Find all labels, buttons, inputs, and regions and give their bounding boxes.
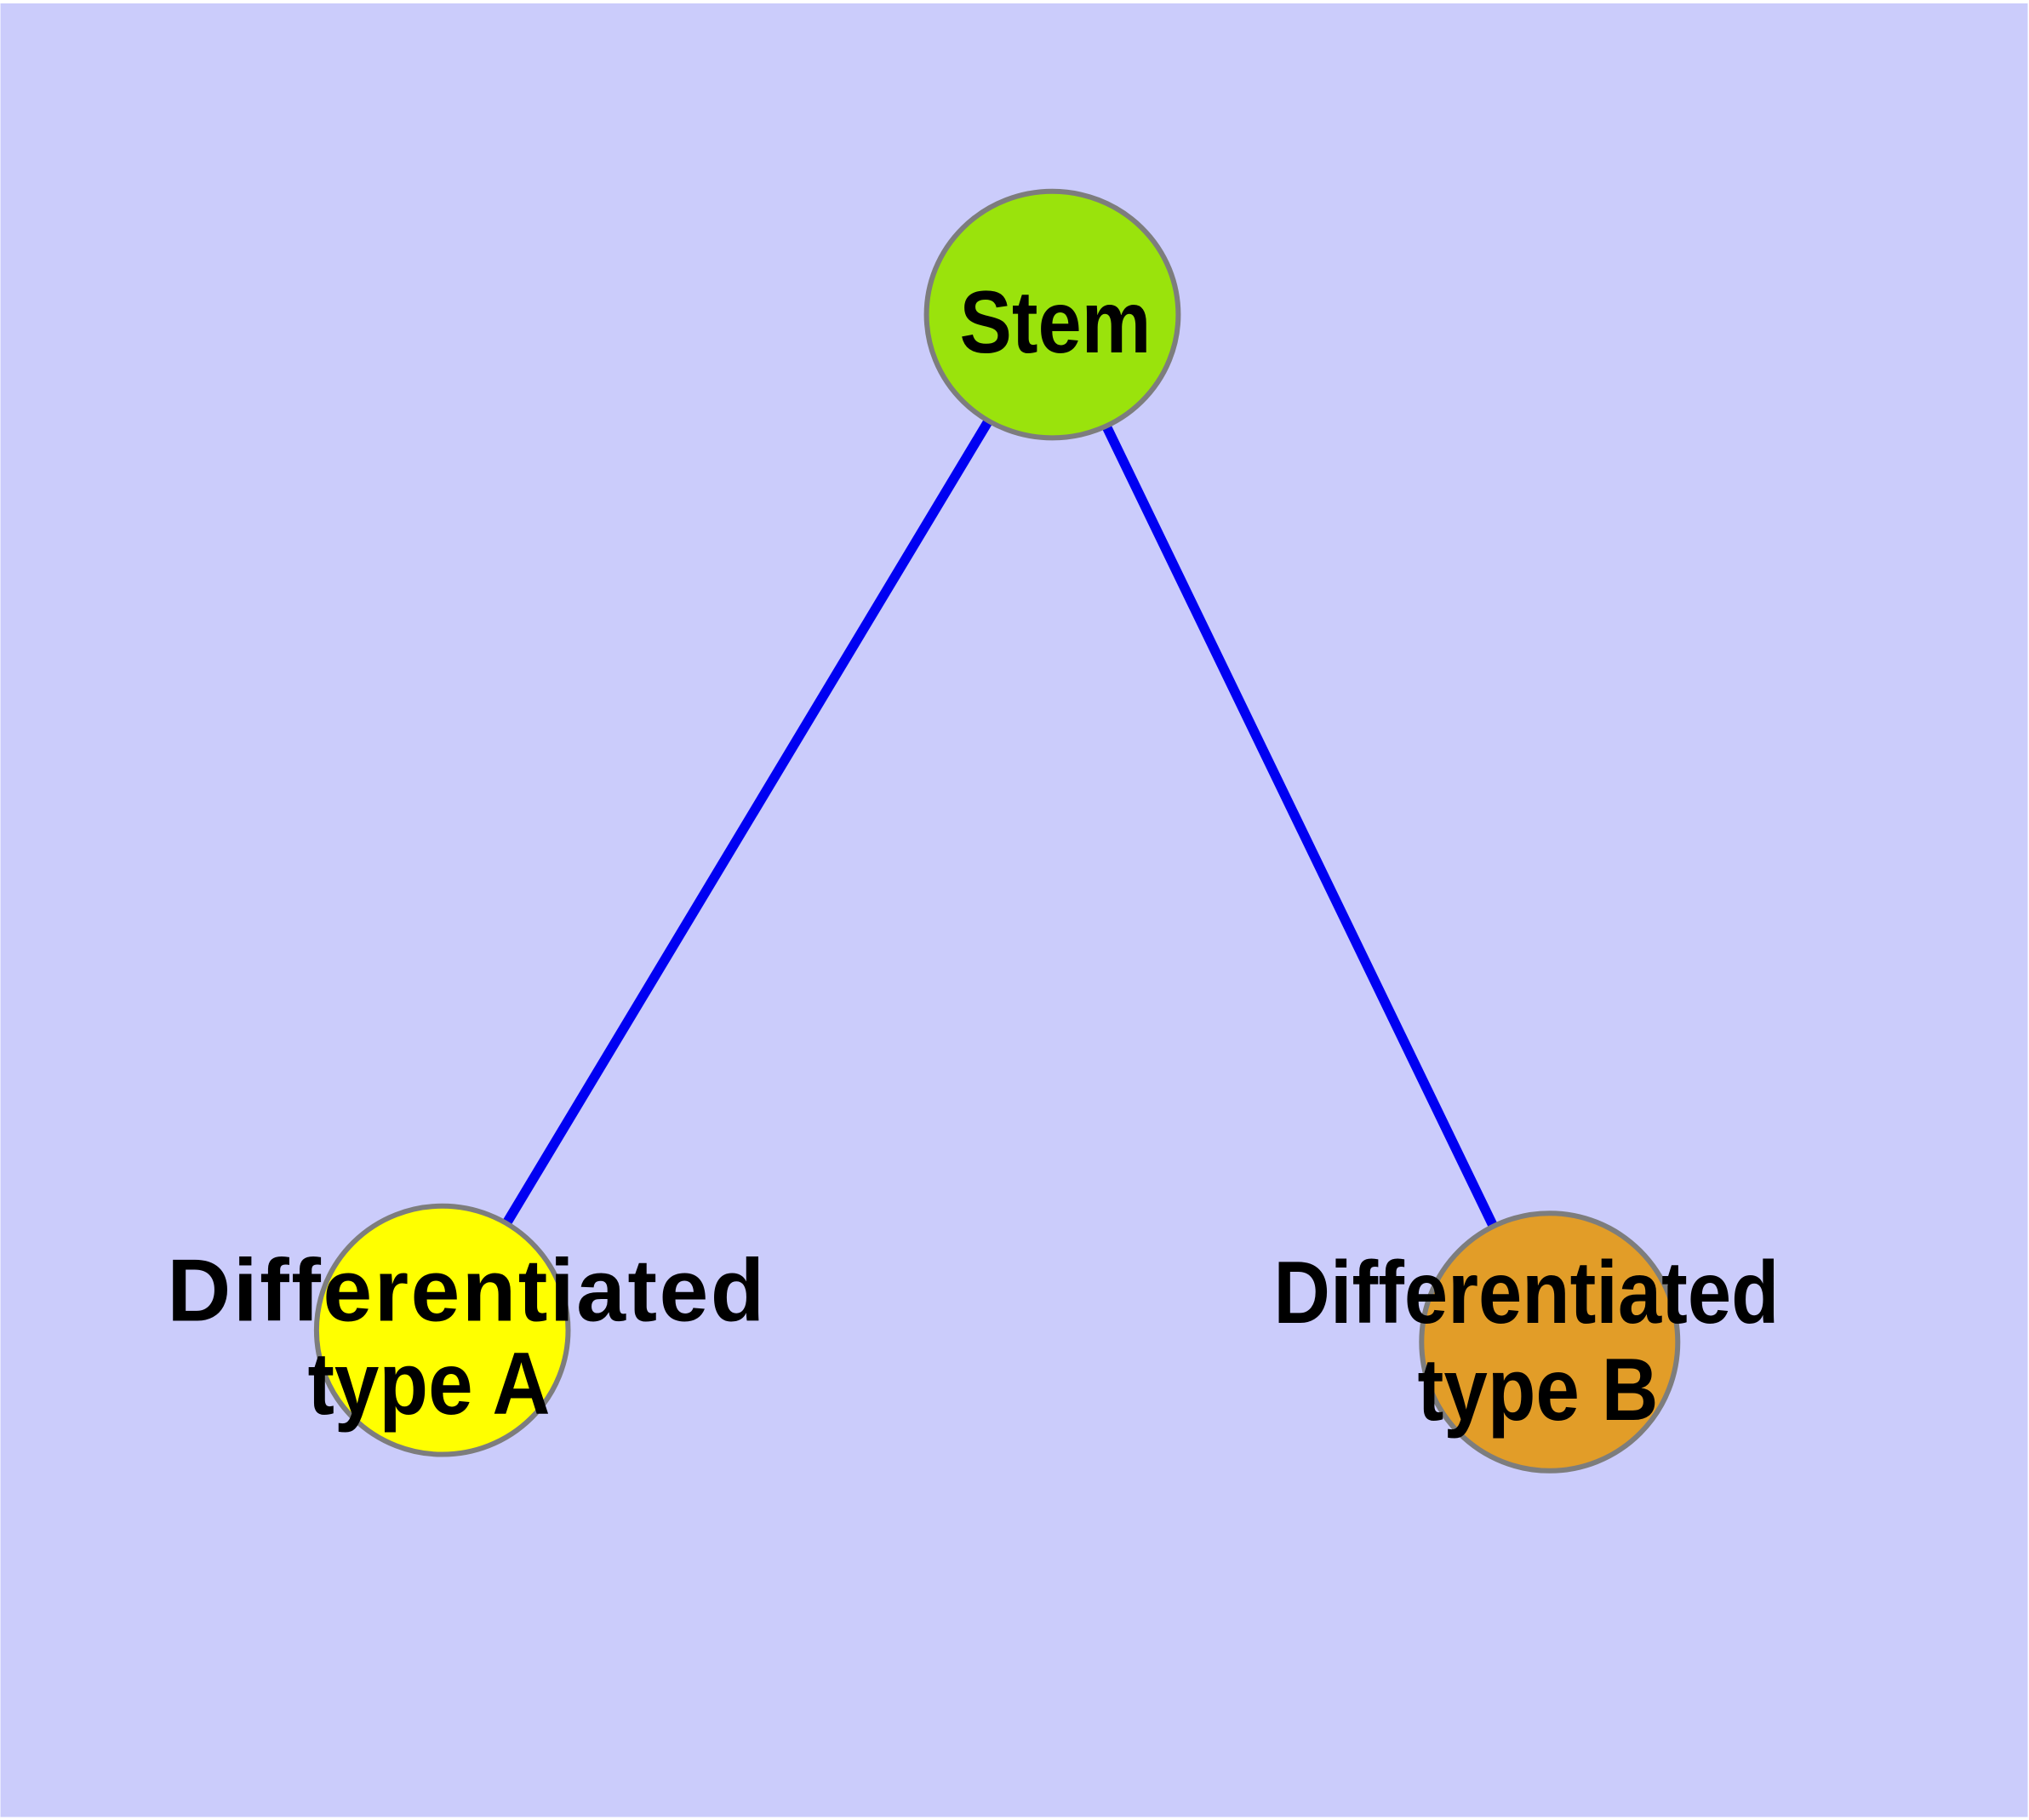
svg-text:type A: type A [308, 1335, 551, 1434]
svg-text:type B: type B [1418, 1341, 1659, 1439]
svg-text:Differentiated: Differentiated [1273, 1244, 1779, 1342]
svg-text:Stem: Stem [960, 273, 1152, 372]
svg-text:Differentiated: Differentiated [167, 1242, 764, 1341]
